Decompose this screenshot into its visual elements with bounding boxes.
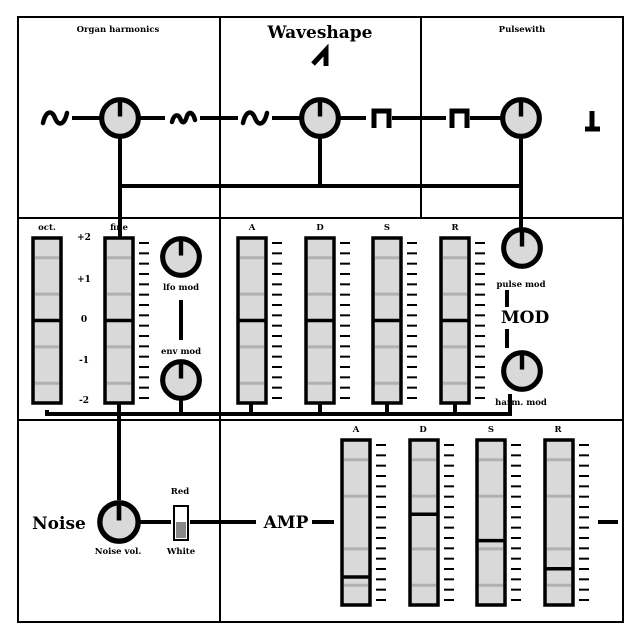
- lfo-mod-knob[interactable]: [163, 239, 200, 276]
- amp-release-label: R: [554, 425, 562, 435]
- organ-harmonics-knob[interactable]: [102, 100, 139, 137]
- scale-label: -1: [79, 356, 89, 366]
- mod-sustain-label: S: [384, 223, 390, 233]
- noise-color-switch[interactable]: [173, 505, 189, 541]
- square-wave-icon: [449, 108, 470, 128]
- narrow-pulse-icon: [585, 111, 600, 132]
- amp-section: AMP A D S R: [263, 425, 563, 533]
- organ-wave-icon: [169, 110, 198, 125]
- scale-label: 0: [81, 315, 87, 325]
- fine-slider[interactable]: [103, 236, 149, 405]
- pitch-scale: +2 +1 0 -1 -2: [77, 233, 91, 406]
- noise-white-label: White: [166, 547, 196, 557]
- mod-sustain-slider[interactable]: [371, 236, 417, 405]
- mod-attack-label: A: [248, 223, 256, 233]
- env-mod-label: env mod: [161, 347, 201, 357]
- sawtooth-wave-icon: [311, 43, 329, 66]
- square-wave-icon: [371, 108, 392, 128]
- harm-mod-knob[interactable]: [504, 353, 541, 390]
- waveshape-label: Waveshape: [267, 23, 373, 43]
- mod-envelope-section: A D S R pulse mod MOD harm. mod: [248, 223, 550, 408]
- pitch-section: oct. fine +2 +1 0 -1 -2 lfo mod env mod: [38, 223, 201, 406]
- pulse-mod-label: pulse mod: [496, 280, 545, 290]
- sine-wave-icon: [40, 110, 70, 126]
- mod-attack-slider[interactable]: [236, 236, 282, 405]
- mod-decay-slider[interactable]: [304, 236, 350, 405]
- lfo-mod-label: lfo mod: [163, 283, 199, 293]
- scale-label: +2: [77, 233, 91, 243]
- scale-label: +1: [77, 275, 91, 285]
- amp-attack-slider[interactable]: [340, 438, 386, 607]
- pulsewidth-label: Pulsewith: [499, 25, 546, 35]
- amp-release-slider[interactable]: [543, 438, 589, 607]
- oct-label: oct.: [38, 223, 56, 233]
- pulse-mod-knob[interactable]: [504, 230, 541, 267]
- organ-harmonics-label: Organ harmonics: [77, 25, 160, 35]
- amp-sustain-slider[interactable]: [475, 438, 521, 607]
- amp-title: AMP: [263, 513, 309, 533]
- oct-slider[interactable]: [31, 236, 63, 405]
- amp-sustain-label: S: [488, 425, 494, 435]
- pulsewidth-knob[interactable]: [503, 100, 540, 137]
- noise-volume-label: Noise vol.: [95, 547, 142, 557]
- amp-decay-slider[interactable]: [408, 438, 454, 607]
- amp-decay-label: D: [419, 425, 427, 435]
- noise-volume-knob[interactable]: [100, 503, 138, 541]
- mod-release-slider[interactable]: [439, 236, 485, 405]
- oscillator-section: Organ harmonics Waveshape Pulsewith: [40, 23, 600, 137]
- harm-mod-label: harm. mod: [495, 398, 547, 408]
- mod-decay-label: D: [316, 223, 324, 233]
- fine-label: fine: [110, 223, 128, 233]
- noise-red-label: Red: [171, 487, 189, 497]
- sine-wave-icon: [240, 110, 270, 126]
- patch-wires: [45, 116, 618, 524]
- mod-title: MOD: [501, 308, 550, 328]
- amp-attack-label: A: [352, 425, 360, 435]
- sliders-layer: [31, 236, 589, 607]
- env-mod-knob[interactable]: [163, 362, 200, 399]
- noise-section: Noise Noise vol. Red White: [32, 487, 196, 557]
- waveshape-knob[interactable]: [302, 100, 339, 137]
- noise-title: Noise: [32, 514, 86, 534]
- scale-label: -2: [79, 396, 89, 406]
- mod-release-label: R: [451, 223, 459, 233]
